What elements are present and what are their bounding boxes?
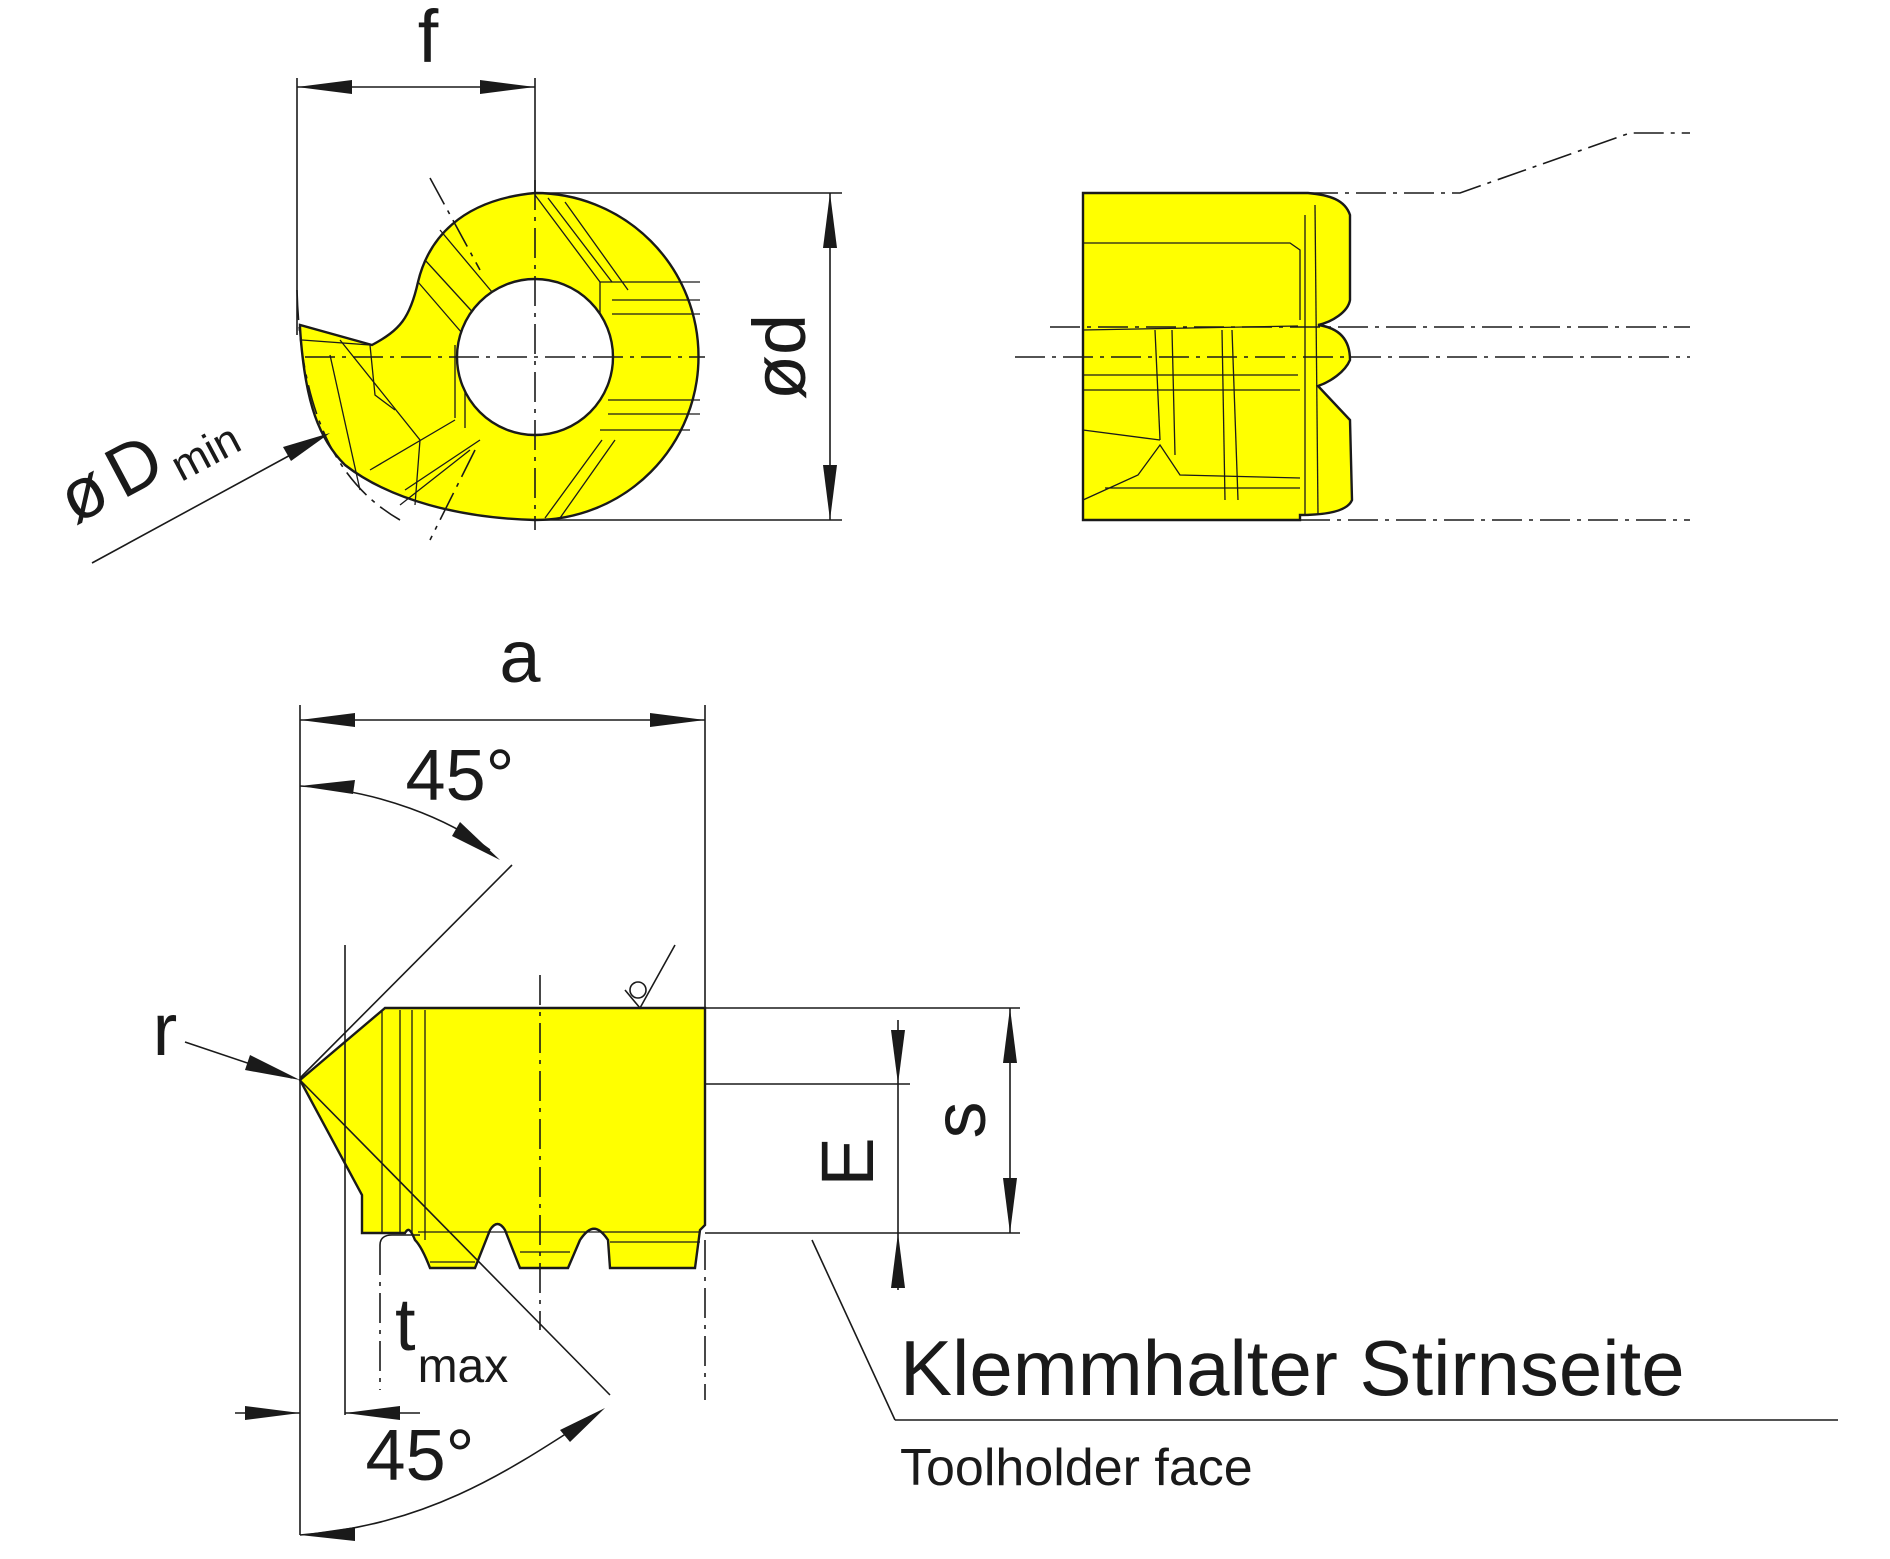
plan-view: a 45° 45° tmax [153,615,1838,1541]
radius-label: r [153,988,178,1071]
svg-text:øDmin: øDmin [45,382,249,545]
callout-label-de: Klemmhalter Stirnseite [900,1324,1685,1412]
dim-s-label: s [918,1102,1001,1139]
angle-bottom-label: 45° [366,1416,475,1496]
dim-a-label: a [499,615,541,698]
front-view: f [45,0,842,564]
dmin-sub: min [163,414,249,491]
dim-f-label: f [418,0,439,78]
angle-top-label: 45° [406,736,515,816]
side-view [1015,132,1690,522]
callout-label-en: Toolholder face [900,1439,1253,1497]
dim-d-label: ød [738,314,821,400]
tmax-sub: max [418,1340,509,1393]
plan-insert-body [298,1006,707,1270]
svg-text:tmax: tmax [395,1283,508,1393]
tmax-main: t [395,1283,416,1366]
dim-E-label: E [806,1137,889,1186]
